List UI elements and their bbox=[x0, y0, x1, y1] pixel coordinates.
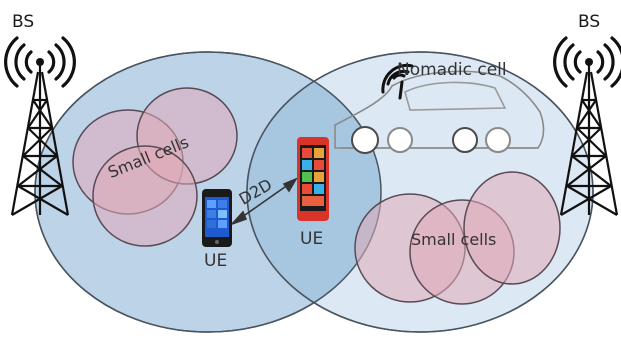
small-cell bbox=[463, 171, 561, 285]
wheel bbox=[485, 127, 511, 153]
nomadic-antenna-icon bbox=[381, 63, 414, 100]
tower-icon-left bbox=[10, 62, 70, 216]
ue-label-left: UE bbox=[204, 251, 227, 271]
macro-cell-left-outline bbox=[34, 51, 382, 333]
macro-cell-right-outline bbox=[246, 51, 594, 333]
wheel bbox=[387, 127, 413, 153]
small-cell bbox=[92, 145, 198, 247]
macro-overlap bbox=[247, 52, 381, 332]
small-cells-right bbox=[354, 171, 561, 305]
car-wheels bbox=[351, 126, 511, 154]
small-cells-left bbox=[72, 87, 238, 247]
phone-icon-left bbox=[202, 189, 232, 247]
small-cells-label-right: Small cells bbox=[411, 230, 496, 249]
bs-label-right: BS bbox=[578, 12, 600, 32]
signal-icon-left bbox=[4, 36, 76, 88]
wheel bbox=[452, 127, 478, 153]
ue-label-right: UE bbox=[300, 229, 323, 249]
wheel bbox=[351, 126, 379, 154]
bs-label-left: BS bbox=[12, 12, 34, 32]
d2d-link-arrow bbox=[231, 177, 298, 225]
signal-icon-right bbox=[553, 36, 621, 88]
phone-icon-right bbox=[297, 137, 329, 221]
nomadic-cell-label: Nomadic cell bbox=[397, 60, 507, 80]
tower-icon-right bbox=[559, 62, 619, 216]
